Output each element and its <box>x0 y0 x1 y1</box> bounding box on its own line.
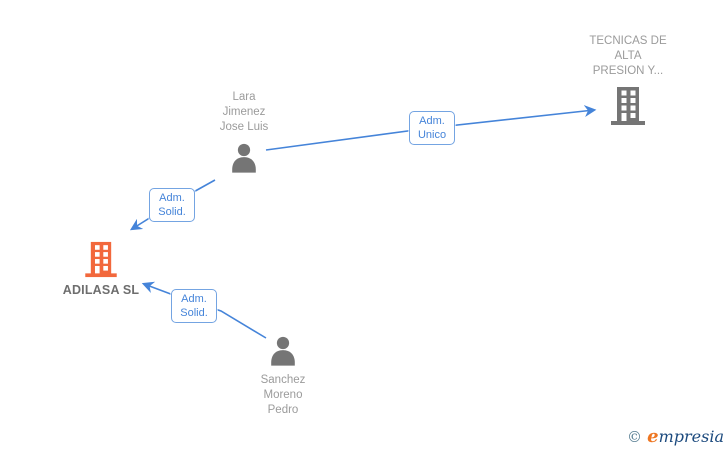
node-lara-label: Lara Jimenez Jose Luis <box>219 91 269 133</box>
building-icon <box>611 87 645 125</box>
node-sanchez[interactable]: Sanchez Moreno Pedro <box>233 335 333 418</box>
brand-initial: e <box>647 426 659 447</box>
edge-label-adm-unico[interactable]: Adm. Unico <box>409 111 455 145</box>
empresia-logo[interactable]: © empresia <box>627 426 724 447</box>
brand-name: mpresia <box>658 427 724 446</box>
node-lara[interactable]: Lara Jimenez Jose Luis <box>194 90 294 175</box>
node-sanchez-label: Sanchez Moreno Pedro <box>260 374 306 416</box>
node-adilasa-label: ADILASA SL <box>62 283 140 297</box>
node-adilasa[interactable]: ADILASA SL <box>41 241 161 298</box>
node-tecnicas-label: TECNICAS DE ALTA PRESION Y... <box>589 35 667 77</box>
node-tecnicas[interactable]: TECNICAS DE ALTA PRESION Y... <box>578 34 678 126</box>
edge-label-adm-solid-2[interactable]: Adm. Solid. <box>171 289 217 323</box>
person-icon <box>271 336 295 366</box>
copyright-icon: © <box>627 428 643 446</box>
building-icon-highlighted <box>85 241 117 278</box>
person-icon <box>232 143 256 173</box>
edge-label-adm-solid-1[interactable]: Adm. Solid. <box>149 188 195 222</box>
